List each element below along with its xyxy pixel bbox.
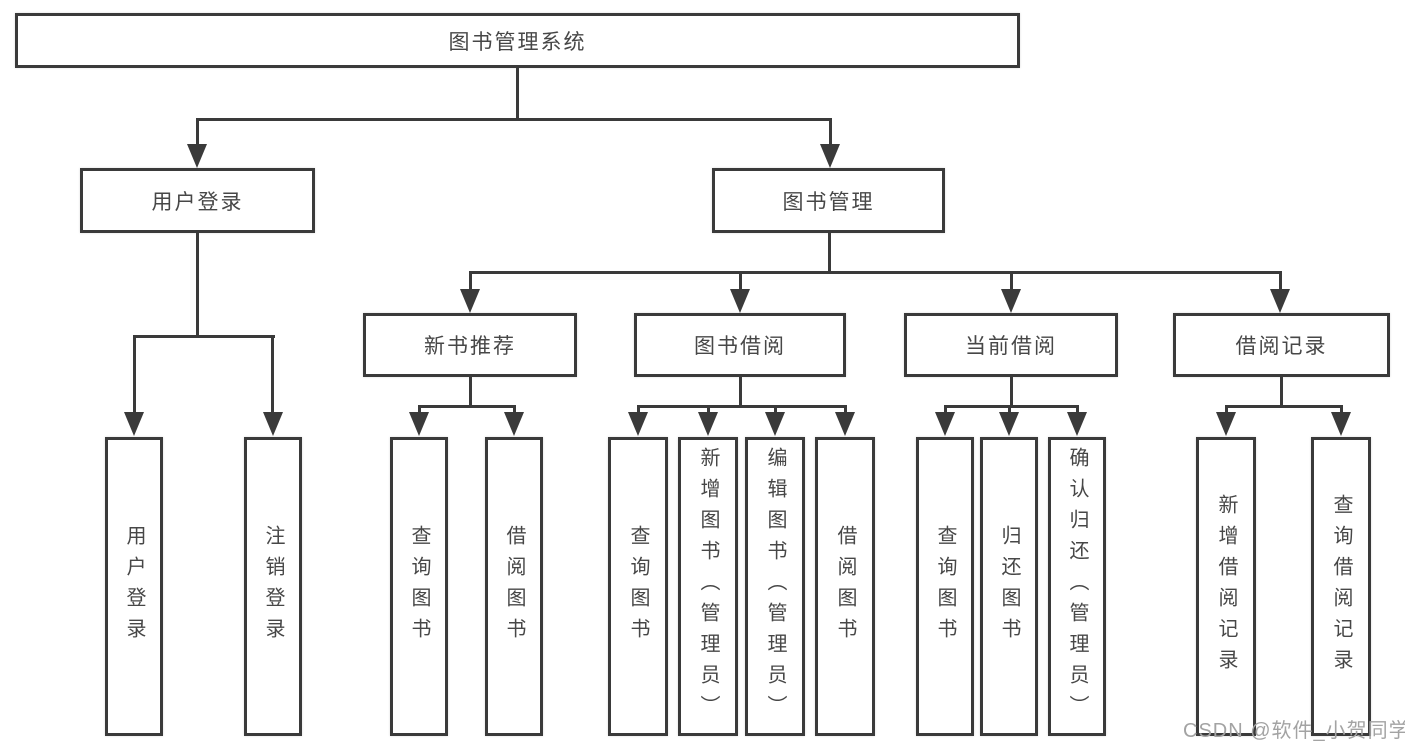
arrow-down-icon	[263, 412, 283, 436]
connector-bookmgmt-drop-1	[469, 271, 472, 291]
leaf-borrow-book-recommend: 借阅图书	[485, 437, 543, 736]
connector-root-stem	[516, 68, 519, 118]
arrow-down-icon	[935, 412, 955, 436]
node-label: 用户登录	[151, 190, 244, 214]
connector-bookborrow-drop-4	[844, 405, 847, 414]
leaf-add-book-admin: 新增图书（管理员）	[678, 437, 738, 736]
node-book-management: 图书管理	[712, 168, 945, 233]
leaf-label: 查询图书	[408, 524, 430, 649]
watermark-text: CSDN @软件_小贺同学	[1183, 720, 1405, 742]
connector-bookmgmt-stem	[828, 233, 831, 271]
leaf-borrow-book: 借阅图书	[815, 437, 875, 736]
leaf-label: 编辑图书（管理员）	[764, 447, 786, 726]
leaf-label: 确认归还（管理员）	[1066, 447, 1088, 726]
leaf-label: 归还图书	[998, 524, 1020, 649]
arrow-down-icon	[698, 412, 718, 436]
connector-bookmgmt-drop-2	[739, 271, 742, 291]
connector-bookmgmt-bar	[469, 271, 1282, 274]
leaf-label: 查询借阅记录	[1330, 493, 1352, 680]
connector-bookborrow-drop-1	[637, 405, 640, 414]
connector-currentborrow-drop-3	[1076, 405, 1079, 414]
leaf-label: 注销登录	[262, 524, 284, 649]
connector-currentborrow-drop-1	[944, 405, 947, 414]
connector-userlogin-stem	[196, 233, 199, 335]
connector-bookborrow-bar	[637, 405, 847, 408]
connector-root-drop-left	[196, 118, 199, 147]
connector-userlogin-drop-2	[271, 335, 274, 414]
leaf-edit-book-admin: 编辑图书（管理员）	[745, 437, 805, 736]
node-label: 当前借阅	[965, 335, 1057, 358]
connector-currentborrow-drop-2	[1008, 405, 1011, 414]
node-label: 借阅记录	[1235, 335, 1328, 358]
node-new-book-recommend: 新书推荐	[363, 313, 577, 377]
connector-root-bar	[196, 118, 832, 121]
leaf-query-book-recommend: 查询图书	[390, 437, 448, 736]
leaf-query-borrow-record: 查询借阅记录	[1311, 437, 1371, 736]
arrow-down-icon	[504, 412, 524, 436]
leaf-logout: 注销登录	[244, 437, 302, 736]
node-user-login: 用户登录	[80, 168, 315, 233]
leaf-label: 新增借阅记录	[1215, 493, 1237, 680]
connector-borrowrecord-bar	[1225, 405, 1343, 408]
arrow-down-icon	[765, 412, 785, 436]
connector-borrowrecord-stem	[1280, 377, 1283, 405]
leaf-label: 新增图书（管理员）	[697, 447, 719, 726]
arrow-down-icon	[124, 412, 144, 436]
connector-userlogin-drop-1	[133, 335, 136, 414]
node-label: 图书管理	[782, 190, 875, 214]
connector-bookmgmt-drop-3	[1010, 271, 1013, 291]
connector-newbook-stem	[469, 377, 472, 405]
connector-currentborrow-stem	[1010, 377, 1013, 405]
leaf-label: 借阅图书	[503, 524, 525, 649]
arrow-down-icon	[1067, 412, 1087, 436]
leaf-label: 借阅图书	[834, 524, 856, 649]
arrow-down-icon	[820, 144, 840, 168]
arrow-down-icon	[835, 412, 855, 436]
leaf-add-borrow-record: 新增借阅记录	[1196, 437, 1256, 736]
arrow-down-icon	[1001, 289, 1021, 313]
arrow-down-icon	[187, 144, 207, 168]
arrow-down-icon	[1270, 289, 1290, 313]
arrow-down-icon	[999, 412, 1019, 436]
node-label: 图书管理系统	[448, 30, 587, 54]
leaf-label: 查询图书	[934, 524, 956, 649]
connector-newbook-bar	[418, 405, 516, 408]
arrow-down-icon	[730, 289, 750, 313]
connector-bookborrow-stem	[739, 377, 742, 405]
arrow-down-icon	[460, 289, 480, 313]
connector-borrowrecord-drop-2	[1340, 405, 1343, 414]
arrow-down-icon	[628, 412, 648, 436]
connector-newbook-drop-2	[513, 405, 516, 414]
leaf-query-book-current: 查询图书	[916, 437, 974, 736]
node-book-borrow: 图书借阅	[634, 313, 846, 377]
connector-userlogin-bar	[133, 335, 275, 338]
arrow-down-icon	[1216, 412, 1236, 436]
connector-newbook-drop-1	[418, 405, 421, 414]
connector-bookborrow-drop-3	[774, 405, 777, 414]
node-label: 图书借阅	[694, 335, 786, 358]
node-borrow-record: 借阅记录	[1173, 313, 1390, 377]
leaf-user-login: 用户登录	[105, 437, 163, 736]
node-root: 图书管理系统	[15, 13, 1020, 68]
connector-bookmgmt-drop-4	[1279, 271, 1282, 291]
connector-bookborrow-drop-2	[707, 405, 710, 414]
leaf-label: 用户登录	[123, 524, 145, 649]
node-current-borrow: 当前借阅	[904, 313, 1118, 377]
connector-borrowrecord-drop-1	[1225, 405, 1228, 414]
leaf-return-book: 归还图书	[980, 437, 1038, 736]
arrow-down-icon	[409, 412, 429, 436]
connector-root-drop-right	[829, 118, 832, 147]
leaf-label: 查询图书	[627, 524, 649, 649]
arrow-down-icon	[1331, 412, 1351, 436]
node-label: 新书推荐	[424, 335, 516, 358]
leaf-confirm-return-admin: 确认归还（管理员）	[1048, 437, 1106, 736]
connector-currentborrow-bar	[944, 405, 1078, 408]
leaf-query-book-borrow: 查询图书	[608, 437, 668, 736]
